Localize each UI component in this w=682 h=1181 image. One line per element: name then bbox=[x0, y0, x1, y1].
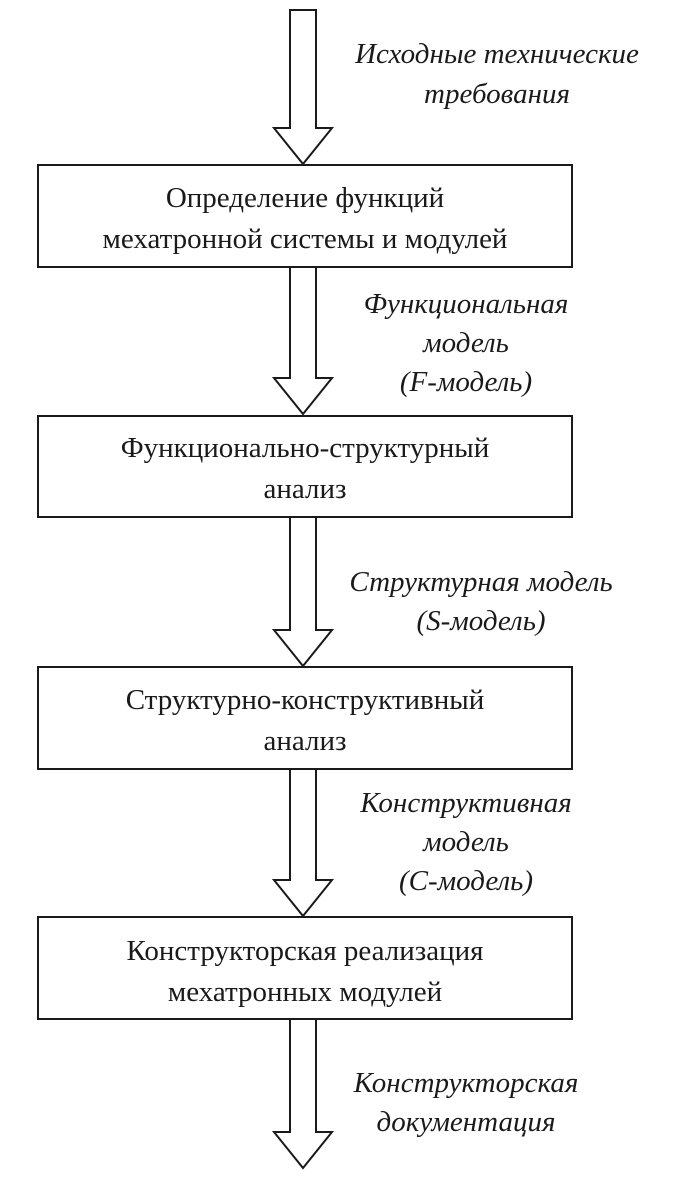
step3-box: Структурно-конструктивный анализ bbox=[37, 666, 573, 770]
model3-label-line2: модель bbox=[422, 826, 509, 858]
model3-label-line1: Конструктивная bbox=[359, 787, 571, 819]
model1-label-line2: модель bbox=[422, 327, 509, 359]
model1-label-line1: Функциональная bbox=[364, 288, 569, 320]
arrow-output bbox=[271, 1017, 335, 1170]
model1-label-line3: (F-модель) bbox=[400, 366, 532, 398]
step3-line1: Структурно-конструктивный bbox=[126, 684, 485, 716]
input-label-line1: Исходные технические bbox=[354, 38, 639, 70]
arrow-step3-to-step4 bbox=[271, 767, 335, 918]
model2-label-line2: (S-модель) bbox=[416, 605, 545, 637]
step1-line2: мехатронной системы и модулей bbox=[103, 223, 508, 255]
step4-line2: мехатронных модулей bbox=[168, 976, 442, 1008]
arrow-step2-to-step3 bbox=[271, 515, 335, 668]
arrow-input bbox=[271, 9, 335, 166]
step2-line1: Функционально-структурный bbox=[121, 432, 490, 464]
step2-box: Функционально-структурный анализ bbox=[37, 415, 573, 518]
step1-box: Определение функций мехатронной системы … bbox=[37, 164, 573, 268]
step4-line1: Конструкторская реализация bbox=[127, 935, 484, 967]
step1-line1: Определение функций bbox=[166, 182, 444, 214]
step2-line2: анализ bbox=[264, 473, 347, 505]
model2-label-line1: Структурная модель bbox=[349, 566, 612, 598]
output-label-line2: документация bbox=[377, 1106, 556, 1138]
arrow-step1-to-step2 bbox=[271, 265, 335, 416]
input-label-line2: требования bbox=[424, 78, 570, 110]
output-label-line1: Конструкторская bbox=[353, 1067, 579, 1099]
model3-label-line3: (C-модель) bbox=[399, 865, 533, 897]
step4-box: Конструкторская реализация мехатронных м… bbox=[37, 916, 573, 1020]
step3-line2: анализ bbox=[264, 725, 347, 757]
